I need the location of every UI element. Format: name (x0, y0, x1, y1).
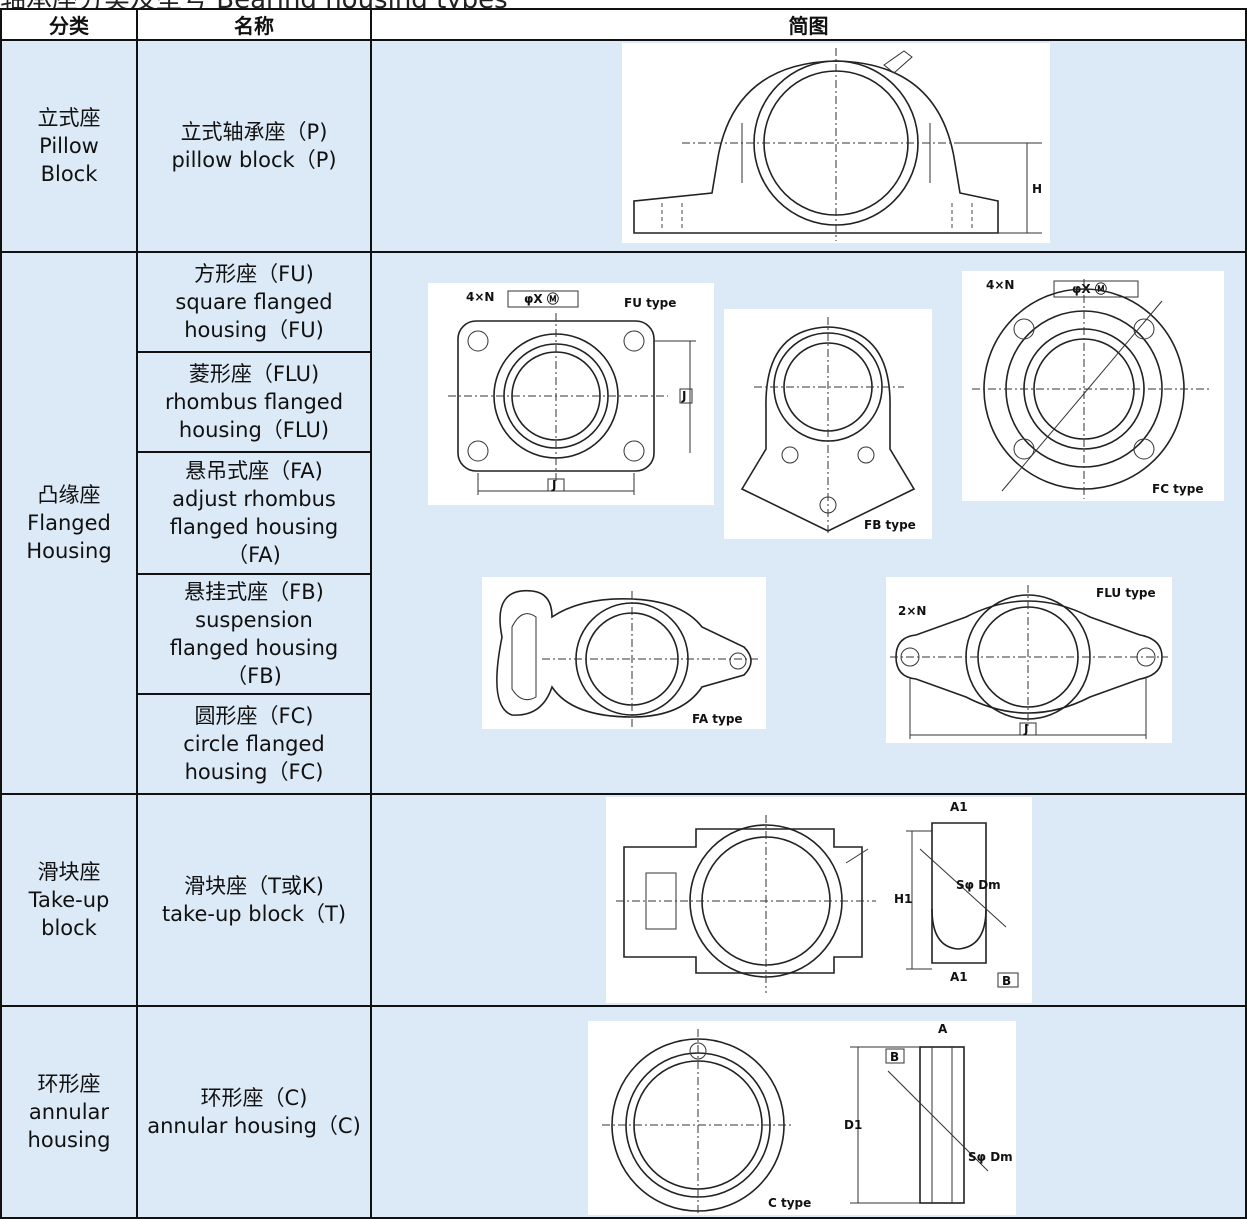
name-fu: 方形座（FU) square flanged housing（FU) (136, 251, 372, 353)
row-flanged-flu: 菱形座（FLU) rhombus flanged housing（FLU) (1, 351, 1246, 453)
name-en: rhombus flanged housing（FLU) (164, 390, 344, 442)
name-fb: 悬挂式座（FB) suspension flanged housing（FB) (136, 573, 372, 695)
take-up-sphere: Sφ Dm (956, 878, 1001, 892)
diagram-flanged-housing: 4×N φX Ⓜ FU type J J (370, 251, 1247, 795)
category-flanged-housing: 凸缘座 Flanged Housing (0, 251, 138, 795)
row-flanged-fu: 凸缘座 Flanged Housing 方形座（FU) square flang… (0, 251, 1247, 795)
name-cn: 圆形座（FC) (194, 704, 314, 728)
pillow-block-drawing: H (622, 43, 1050, 243)
category-cn: 滑块座 (37, 860, 101, 884)
flu-drawing: 2×N FLU type J (886, 577, 1172, 743)
category-pillow-block: 立式座 Pillow Block (0, 39, 138, 253)
fc-holes-label: 4×N (986, 278, 1014, 292)
name-en: square flanged housing（FU) (175, 290, 333, 342)
row-take-up-block: 滑块座 Take-up block 滑块座（T或K) take-up block… (0, 793, 1247, 1007)
name-cn: 环形座（C) (200, 1086, 308, 1110)
name-en: suspension flanged housing（FB) (169, 608, 339, 688)
fu-holes-label: 4×N (466, 290, 494, 304)
annular-dim-b: B (890, 1050, 899, 1064)
diagram-take-up-block: H1 A1 A1 B Sφ Dm (370, 793, 1247, 1007)
fc-type-label: FC type (1152, 482, 1203, 496)
take-up-dim-b: B (1002, 974, 1011, 988)
name-en: annular housing（C) (147, 1114, 361, 1138)
row-flanged-fc: 圆形座（FC) circle flanged housing（FC) (1, 693, 1246, 795)
category-cn: 环形座 (37, 1072, 101, 1096)
category-cn: 立式座 (37, 106, 101, 130)
c-type-label: C type (768, 1196, 811, 1210)
flu-type-label: FLU type (1096, 586, 1156, 600)
name-cn: 悬吊式座（FA) (185, 459, 323, 483)
header-name: 名称 (136, 8, 372, 41)
annular-dim-d1: D1 (844, 1118, 862, 1132)
name-cn: 方形座（FU) (194, 262, 314, 286)
fu-dim-j-vert: J (681, 389, 686, 403)
fb-drawing: FB type (724, 309, 932, 539)
row-flanged-fa: 悬吊式座（FA) adjust rhombus flanged housing（… (1, 451, 1246, 575)
name-en: take-up block（T) (161, 902, 347, 926)
fc-drawing: 4×N φX Ⓜ FC type (962, 271, 1224, 501)
fu-tolerance-label: φX Ⓜ (524, 291, 559, 306)
row-annular-housing: 环形座 annular housing 环形座（C) annular housi… (0, 1005, 1247, 1219)
category-annular-housing: 环形座 annular housing (0, 1005, 138, 1219)
name-annular-housing: 环形座（C) annular housing（C) (136, 1005, 372, 1219)
category-en: Take-up block (28, 888, 110, 940)
fu-dim-j-horiz: J (551, 478, 556, 492)
name-en: adjust rhombus flanged housing（FA) (169, 487, 339, 567)
fb-type-label: FB type (864, 518, 916, 532)
name-pillow-block: 立式轴承座（P) pillow block（P) (136, 39, 372, 253)
name-en: pillow block（P) (171, 148, 337, 172)
fu-drawing: 4×N φX Ⓜ FU type J J (428, 283, 714, 505)
category-en: Pillow Block (39, 134, 99, 186)
annular-housing-drawing: D1 A B Sφ Dm C type (588, 1021, 1016, 1215)
category-en: Flanged Housing (26, 511, 112, 563)
name-cn: 悬挂式座（FB) (184, 580, 324, 604)
category-cn: 凸缘座 (37, 483, 101, 507)
category-en: annular housing (27, 1100, 111, 1152)
take-up-dim-a1-top: A1 (950, 800, 968, 814)
annular-dim-a: A (938, 1022, 948, 1036)
header-row: 分类 名称 简图 (0, 8, 1247, 41)
fa-drawing: FA type (482, 577, 766, 729)
category-take-up-block: 滑块座 Take-up block (0, 793, 138, 1007)
header-diagram: 简图 (370, 8, 1247, 41)
name-cn: 滑块座（T或K) (184, 874, 324, 898)
name-cn: 菱形座（FLU) (188, 362, 320, 386)
name-cn: 立式轴承座（P) (180, 120, 328, 144)
housing-types-table: 分类 名称 简图 立式座 Pillow Block 立式轴承座（P) pillo… (0, 8, 1247, 1219)
header-category: 分类 (0, 8, 138, 41)
take-up-dim-h1: H1 (894, 892, 912, 906)
name-flu: 菱形座（FLU) rhombus flanged housing（FLU) (136, 351, 372, 453)
fu-type-label: FU type (624, 296, 676, 310)
flu-dim-j: J (1023, 722, 1028, 736)
name-en: circle flanged housing（FC) (183, 732, 325, 784)
take-up-dim-a1-bottom: A1 (950, 970, 968, 984)
diagram-annular-housing: D1 A B Sφ Dm C type (370, 1005, 1247, 1219)
take-up-block-drawing: H1 A1 A1 B Sφ Dm (606, 797, 1032, 1003)
flu-holes-label: 2×N (898, 604, 926, 618)
annular-sphere: Sφ Dm (968, 1150, 1013, 1164)
name-take-up-block: 滑块座（T或K) take-up block（T) (136, 793, 372, 1007)
diagram-pillow-block: H (370, 39, 1247, 253)
name-fa: 悬吊式座（FA) adjust rhombus flanged housing（… (136, 451, 372, 575)
row-pillow-block: 立式座 Pillow Block 立式轴承座（P) pillow block（P… (0, 39, 1247, 253)
fa-type-label: FA type (692, 712, 743, 726)
row-flanged-fb: 悬挂式座（FB) suspension flanged housing（FB) (1, 573, 1246, 695)
dim-h-label: H (1032, 182, 1042, 196)
name-fc: 圆形座（FC) circle flanged housing（FC) (136, 693, 372, 795)
